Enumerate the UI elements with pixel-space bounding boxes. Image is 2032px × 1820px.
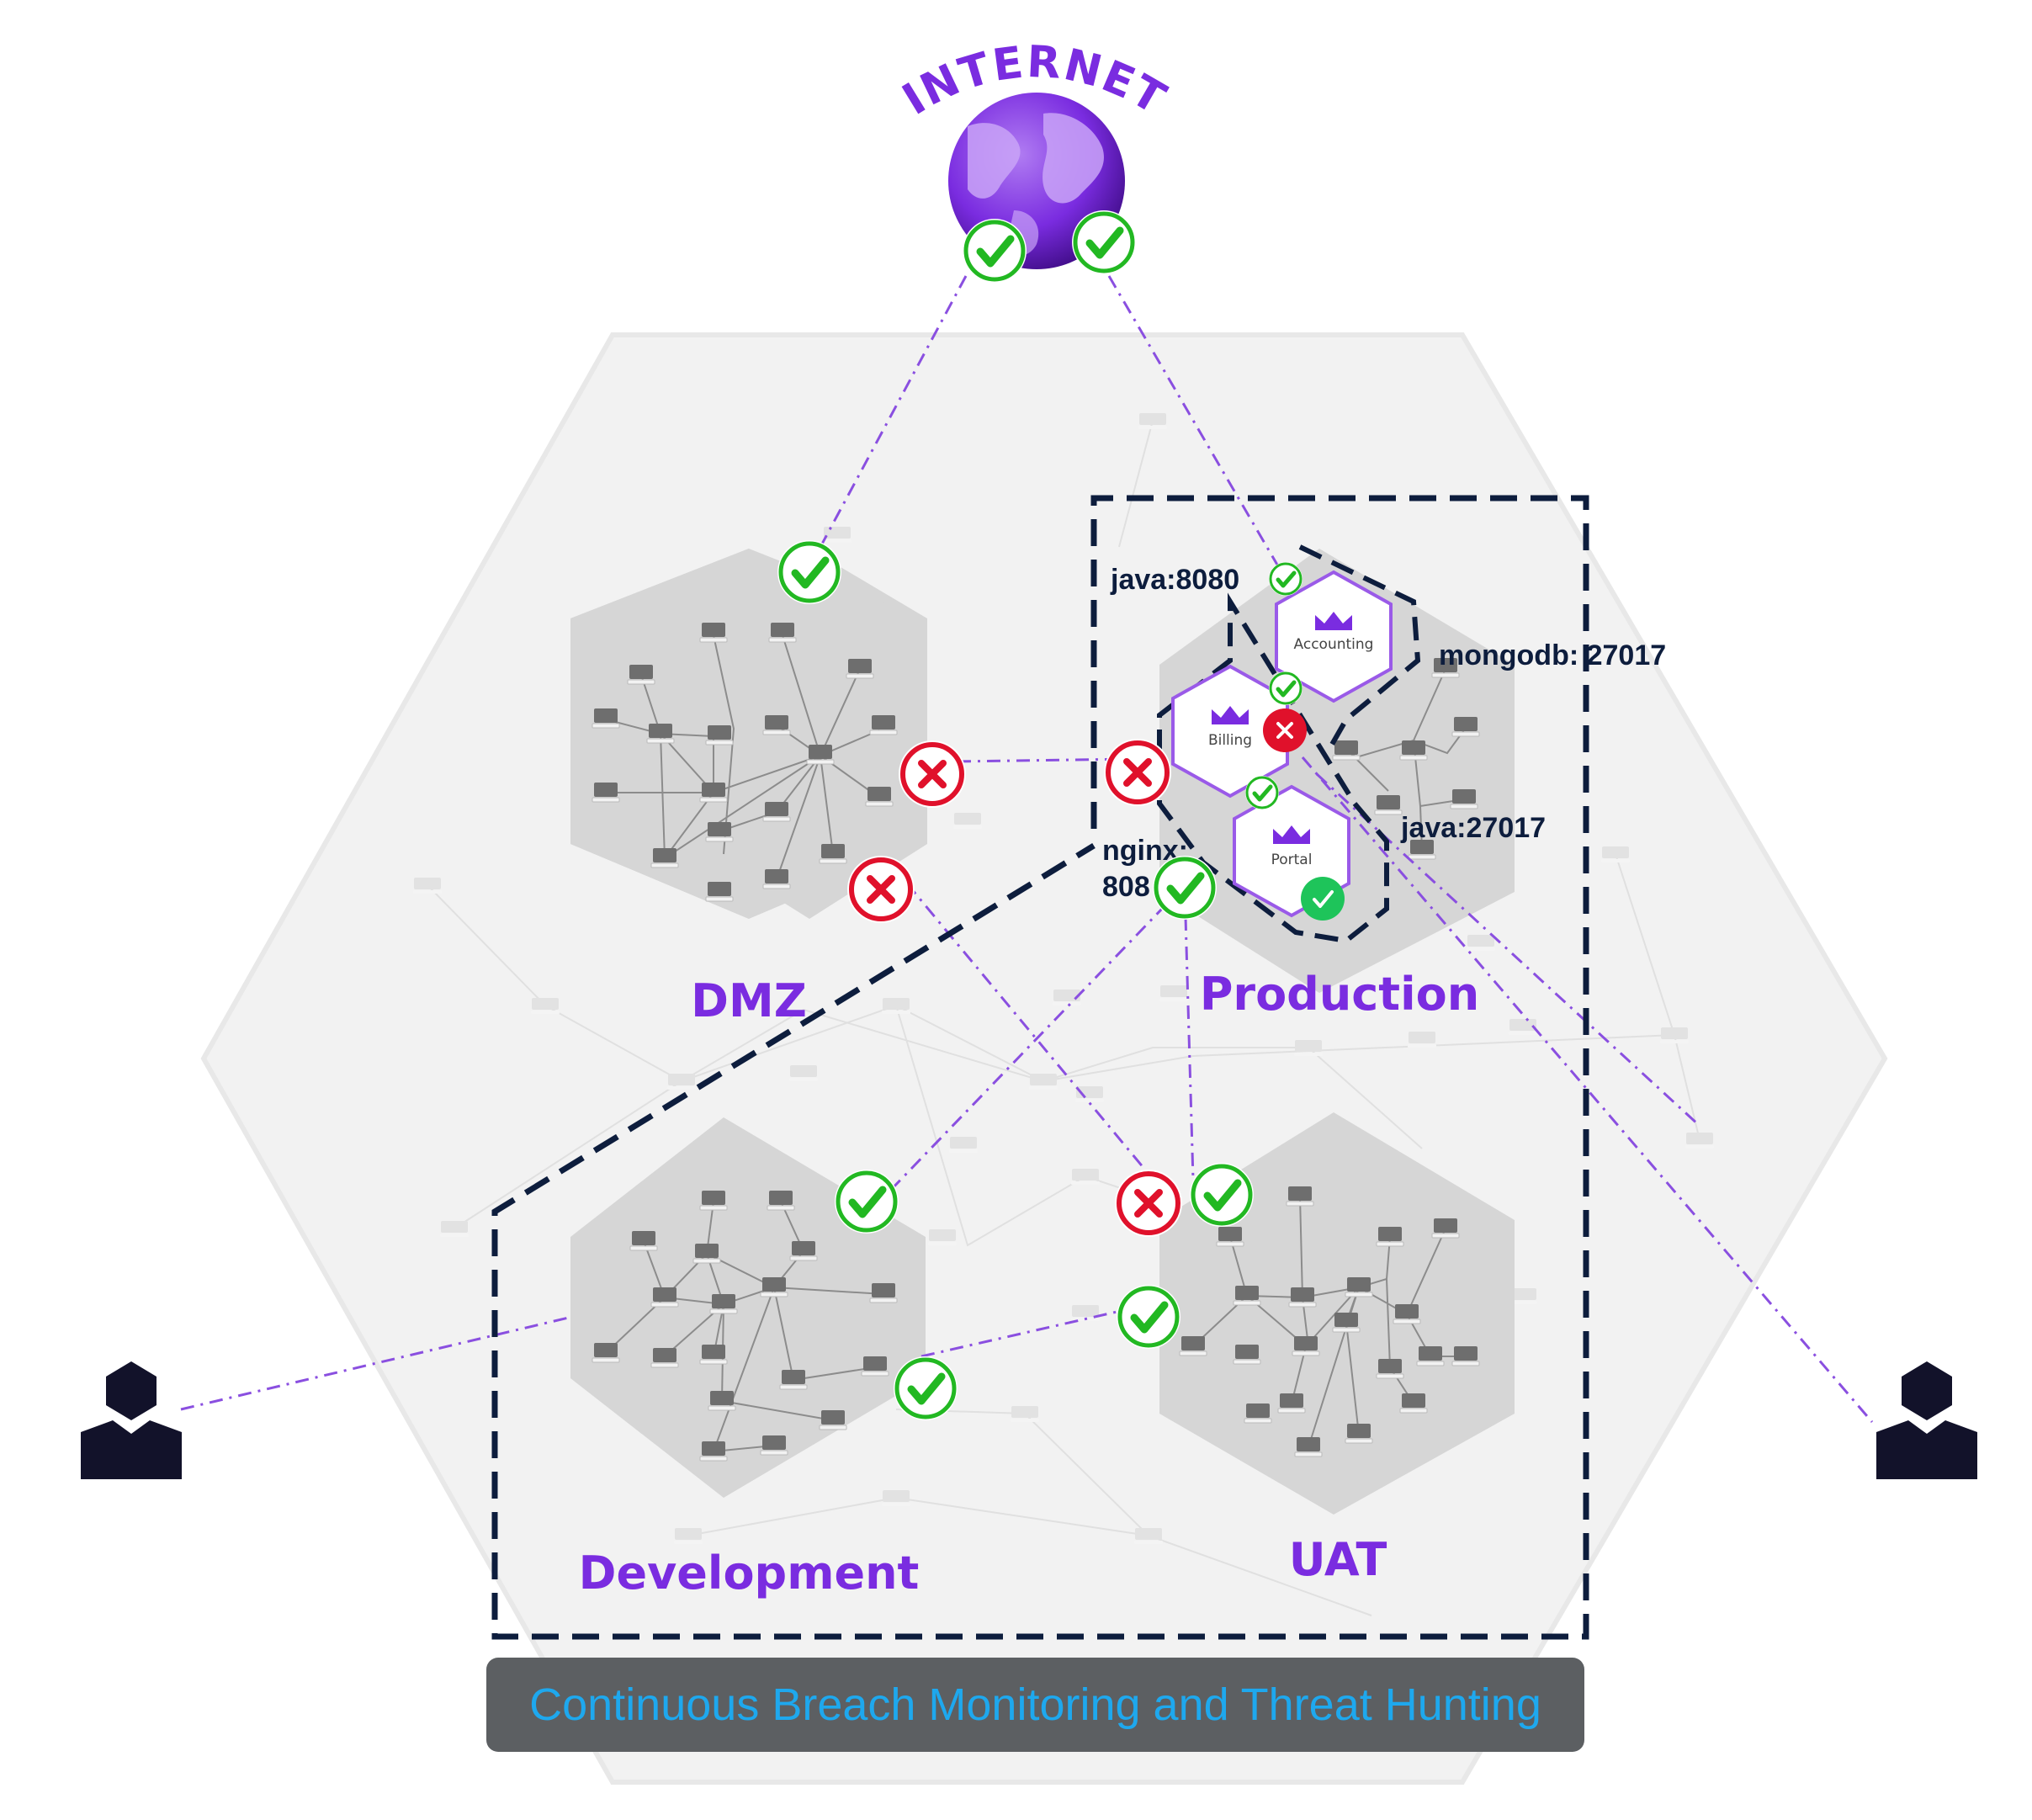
service-portal-label: Portal [1271, 852, 1313, 868]
port-label-java-27017: java:27017 [1400, 812, 1546, 844]
cross-icon [899, 740, 966, 808]
check-icon [835, 1170, 899, 1234]
check-icon [777, 540, 841, 604]
zone-production-label: Production [1200, 968, 1479, 1021]
zone-development-label: Development [579, 1547, 920, 1600]
user-icon[interactable] [81, 1361, 182, 1479]
monitoring-banner: Continuous Breach Monitoring and Threat … [486, 1658, 1584, 1752]
check-icon [1072, 210, 1136, 274]
check-icon [1245, 776, 1279, 809]
service-accounting-label: Accounting [1294, 636, 1374, 653]
check-icon [1117, 1285, 1180, 1349]
cross-icon [1115, 1170, 1182, 1237]
port-label-mongodb: mongodb: 27017 [1439, 639, 1666, 671]
check-icon [1190, 1163, 1254, 1227]
monitoring-boundary [491, 495, 1589, 1640]
zone-uat-label: UAT [1289, 1533, 1387, 1586]
port-label-java-8080: java:8080 [1110, 564, 1239, 596]
portal-status-allowed [1301, 877, 1345, 921]
service-billing[interactable]: Billing [1171, 664, 1289, 799]
check-icon [894, 1356, 958, 1420]
service-accounting[interactable]: Accounting [1275, 570, 1393, 703]
banner-text: Continuous Breach Monitoring and Threat … [529, 1679, 1541, 1730]
check-icon [963, 219, 1027, 283]
network-boundary-hexagon [200, 332, 1888, 1785]
service-billing-label: Billing [1208, 732, 1252, 749]
check-icon [1153, 856, 1217, 920]
port-label-nginx-port: 808 [1102, 871, 1150, 903]
cross-icon [1104, 739, 1171, 806]
user-icon[interactable] [1876, 1361, 1977, 1479]
billing-status-blocked [1263, 708, 1307, 752]
zone-dmz-label: DMZ [691, 974, 807, 1027]
check-icon [1269, 671, 1302, 705]
check-icon [1269, 562, 1302, 596]
cross-icon [847, 856, 915, 923]
